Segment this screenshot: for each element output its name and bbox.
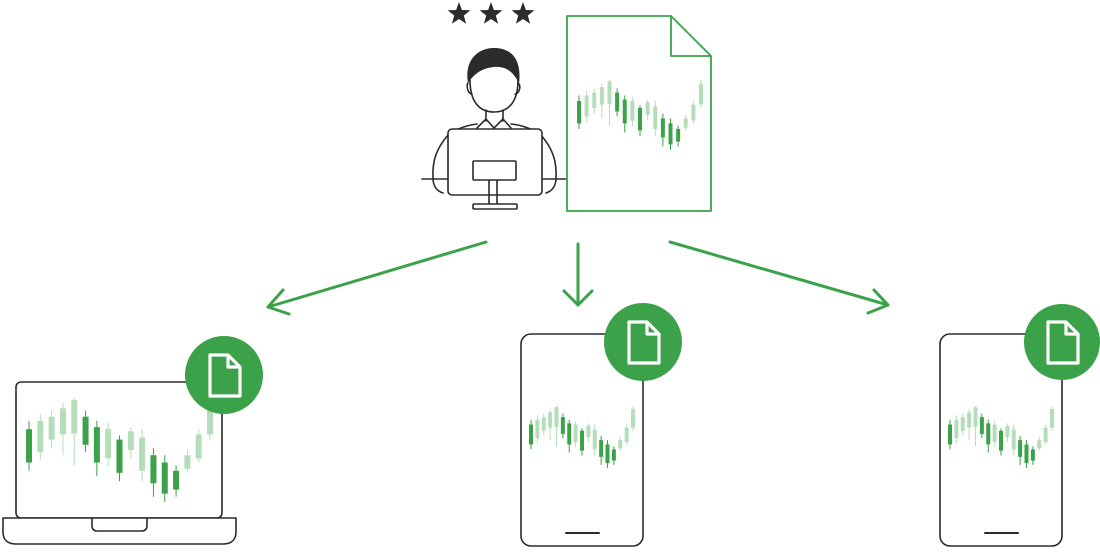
- candle-body: [618, 440, 623, 449]
- candle-body: [184, 455, 191, 469]
- candle-body: [999, 430, 1003, 451]
- document-icon: [627, 320, 661, 365]
- candle-body: [535, 419, 540, 439]
- candle-body: [37, 420, 44, 453]
- candle-body: [1011, 429, 1016, 450]
- candle-body: [638, 108, 642, 131]
- candle-body: [676, 129, 681, 142]
- candle-body: [631, 409, 635, 428]
- arrow-to-laptop: [266, 240, 488, 316]
- monitor-icon: [447, 128, 543, 210]
- phone-2-icon: [939, 304, 1100, 547]
- candle-body: [1050, 409, 1054, 428]
- candle-body: [127, 431, 134, 450]
- candle-body: [615, 92, 620, 112]
- phone-1-document-badge: [604, 303, 682, 381]
- phone-1-candlestick-chart: [529, 406, 635, 468]
- candle-body: [560, 417, 565, 434]
- candle-body: [599, 87, 604, 105]
- candle-body: [586, 425, 591, 437]
- arrow-to-phone-2: [668, 240, 890, 315]
- candle-body: [948, 424, 952, 445]
- candle-body: [592, 429, 597, 450]
- rating-stars: [447, 2, 535, 24]
- candle-body: [584, 95, 589, 117]
- candle-body: [979, 417, 984, 434]
- candle-body: [554, 407, 559, 428]
- candle-body: [622, 99, 627, 124]
- person-head: [469, 79, 519, 113]
- document-icon: [1046, 320, 1080, 365]
- candle-body: [541, 417, 546, 431]
- candle-body: [71, 400, 78, 434]
- candle-body: [592, 92, 597, 108]
- candle-body: [1018, 440, 1023, 457]
- candle-body: [26, 429, 32, 463]
- candle-body: [973, 407, 978, 428]
- candle-body: [668, 123, 673, 145]
- candle-body: [605, 444, 610, 464]
- laptop-document-badge: [185, 336, 263, 414]
- candle-body: [645, 102, 650, 115]
- candle-body: [116, 439, 123, 473]
- candle-body: [59, 408, 66, 435]
- candle-body: [207, 403, 213, 435]
- candle-body: [93, 427, 100, 463]
- arrow-to-phone-1: [562, 242, 594, 307]
- candle-body: [954, 419, 959, 439]
- candle-body: [960, 417, 965, 431]
- candle-body: [1037, 440, 1042, 449]
- candle-body: [1005, 425, 1010, 437]
- candle-body: [699, 83, 703, 105]
- candle-body: [173, 470, 180, 490]
- person-hair: [467, 48, 520, 84]
- phone-2-document-badge: [1024, 304, 1100, 380]
- candle-body: [1024, 444, 1029, 464]
- distribution-arrows: [266, 240, 890, 316]
- candle-body: [660, 118, 665, 138]
- candle-body: [48, 416, 55, 440]
- laptop-candlestick-chart: [26, 398, 213, 502]
- laptop-icon: [2, 336, 263, 545]
- candle-body: [691, 104, 696, 121]
- candle-body: [607, 81, 612, 104]
- candle-body: [573, 424, 578, 442]
- candle-body: [139, 437, 146, 471]
- document-with-chart-icon: [566, 15, 712, 212]
- candle-body: [992, 424, 997, 442]
- phone-2-candlestick-chart: [948, 406, 1054, 468]
- candle-body: [529, 424, 533, 445]
- candle-body: [567, 423, 572, 445]
- candle-body: [599, 440, 604, 457]
- document-icon: [208, 353, 242, 398]
- candle-body: [577, 101, 581, 124]
- report-candlestick-chart: [577, 80, 703, 150]
- candle-body: [611, 449, 616, 461]
- star-icon: [479, 2, 503, 24]
- star-icon: [447, 2, 471, 24]
- candle-body: [580, 430, 584, 451]
- candle-body: [986, 423, 991, 445]
- phone-1-icon: [520, 303, 682, 547]
- candle-body: [105, 429, 112, 459]
- candle-body: [630, 101, 635, 121]
- candle-body: [150, 455, 157, 484]
- star-icon: [511, 2, 535, 24]
- candle-body: [1030, 449, 1035, 461]
- candle-body: [624, 427, 629, 442]
- candle-body: [548, 412, 553, 428]
- candle-body: [1043, 427, 1048, 442]
- candle-body: [161, 462, 168, 494]
- candle-body: [683, 118, 688, 128]
- candle-body: [195, 434, 202, 459]
- candle-body: [653, 106, 658, 129]
- candle-body: [967, 412, 972, 428]
- candle-body: [82, 416, 89, 445]
